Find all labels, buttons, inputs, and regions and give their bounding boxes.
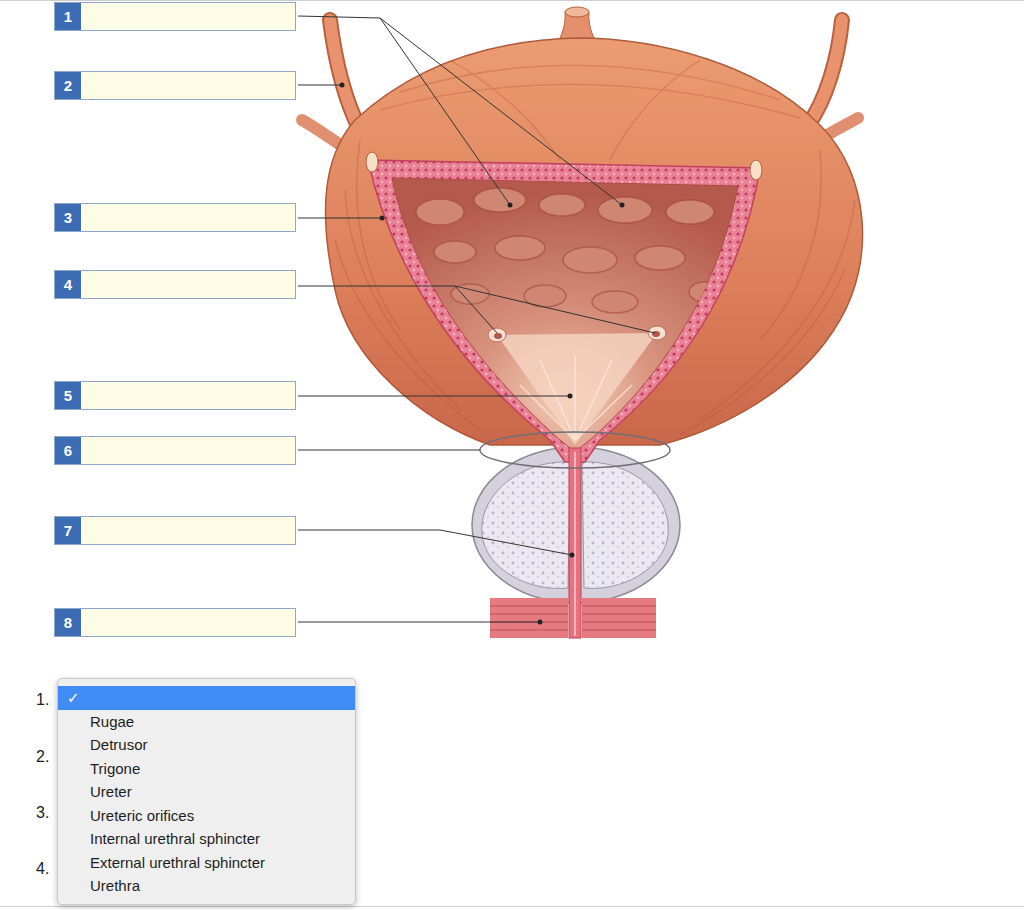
bladder-wall [368, 160, 760, 462]
menu-option: Ureter [58, 780, 355, 804]
rugae-folds [416, 188, 721, 445]
item-number: 3. [36, 804, 49, 822]
bladder-lumen [392, 178, 738, 452]
callout-number: 3 [55, 204, 81, 231]
menu-option: Detrusor [58, 733, 355, 757]
label-box: 4 [54, 270, 296, 299]
sphincter-muscle [582, 598, 656, 638]
label-box: 8 [54, 608, 296, 637]
menu-option: Urethra [58, 874, 355, 898]
label-box: 3 [54, 203, 296, 232]
ureter-cut [750, 160, 762, 180]
leader-dots [340, 83, 625, 625]
label-box: 7 [54, 516, 296, 545]
callout-number: 4 [55, 271, 81, 298]
trigone-area [497, 333, 657, 445]
urachus-end [565, 7, 589, 17]
dropdown-menu: ✓RugaeDetrusorTrigoneUreterUreteric orif… [57, 678, 356, 905]
ureteric-orifice [488, 326, 666, 342]
menu-option: Rugae [58, 710, 355, 734]
menu-option: External urethral sphincter [58, 851, 355, 875]
callout-number: 5 [55, 382, 81, 409]
item-number: 2. [36, 748, 49, 766]
callout-number: 8 [55, 609, 81, 636]
prostate-lobe [482, 462, 570, 589]
label-box: 5 [54, 381, 296, 410]
callout-number: 6 [55, 437, 81, 464]
callout-number: 1 [55, 3, 81, 30]
ureter-cut [366, 152, 378, 172]
frame-line [0, 906, 1024, 907]
callout-number: 2 [55, 72, 81, 99]
label-box: 1 [54, 2, 296, 31]
menu-option: Internal urethral sphincter [58, 827, 355, 851]
sphincter-ring [480, 432, 670, 468]
sphincter-muscle [490, 598, 568, 638]
item-number: 4. [36, 860, 49, 878]
urethra [569, 448, 581, 638]
label-box: 6 [54, 436, 296, 465]
menu-option: Ureteric orifices [58, 804, 355, 828]
callout-number: 7 [55, 517, 81, 544]
menu-option: Trigone [58, 757, 355, 781]
label-box: 2 [54, 71, 296, 100]
item-number: 1. [36, 691, 49, 709]
leader-lines [298, 16, 655, 622]
urethra-lumen [574, 452, 576, 636]
menu-option: ✓ [58, 686, 355, 710]
prostate-lobe [582, 462, 668, 589]
frame-line [0, 0, 1024, 1]
